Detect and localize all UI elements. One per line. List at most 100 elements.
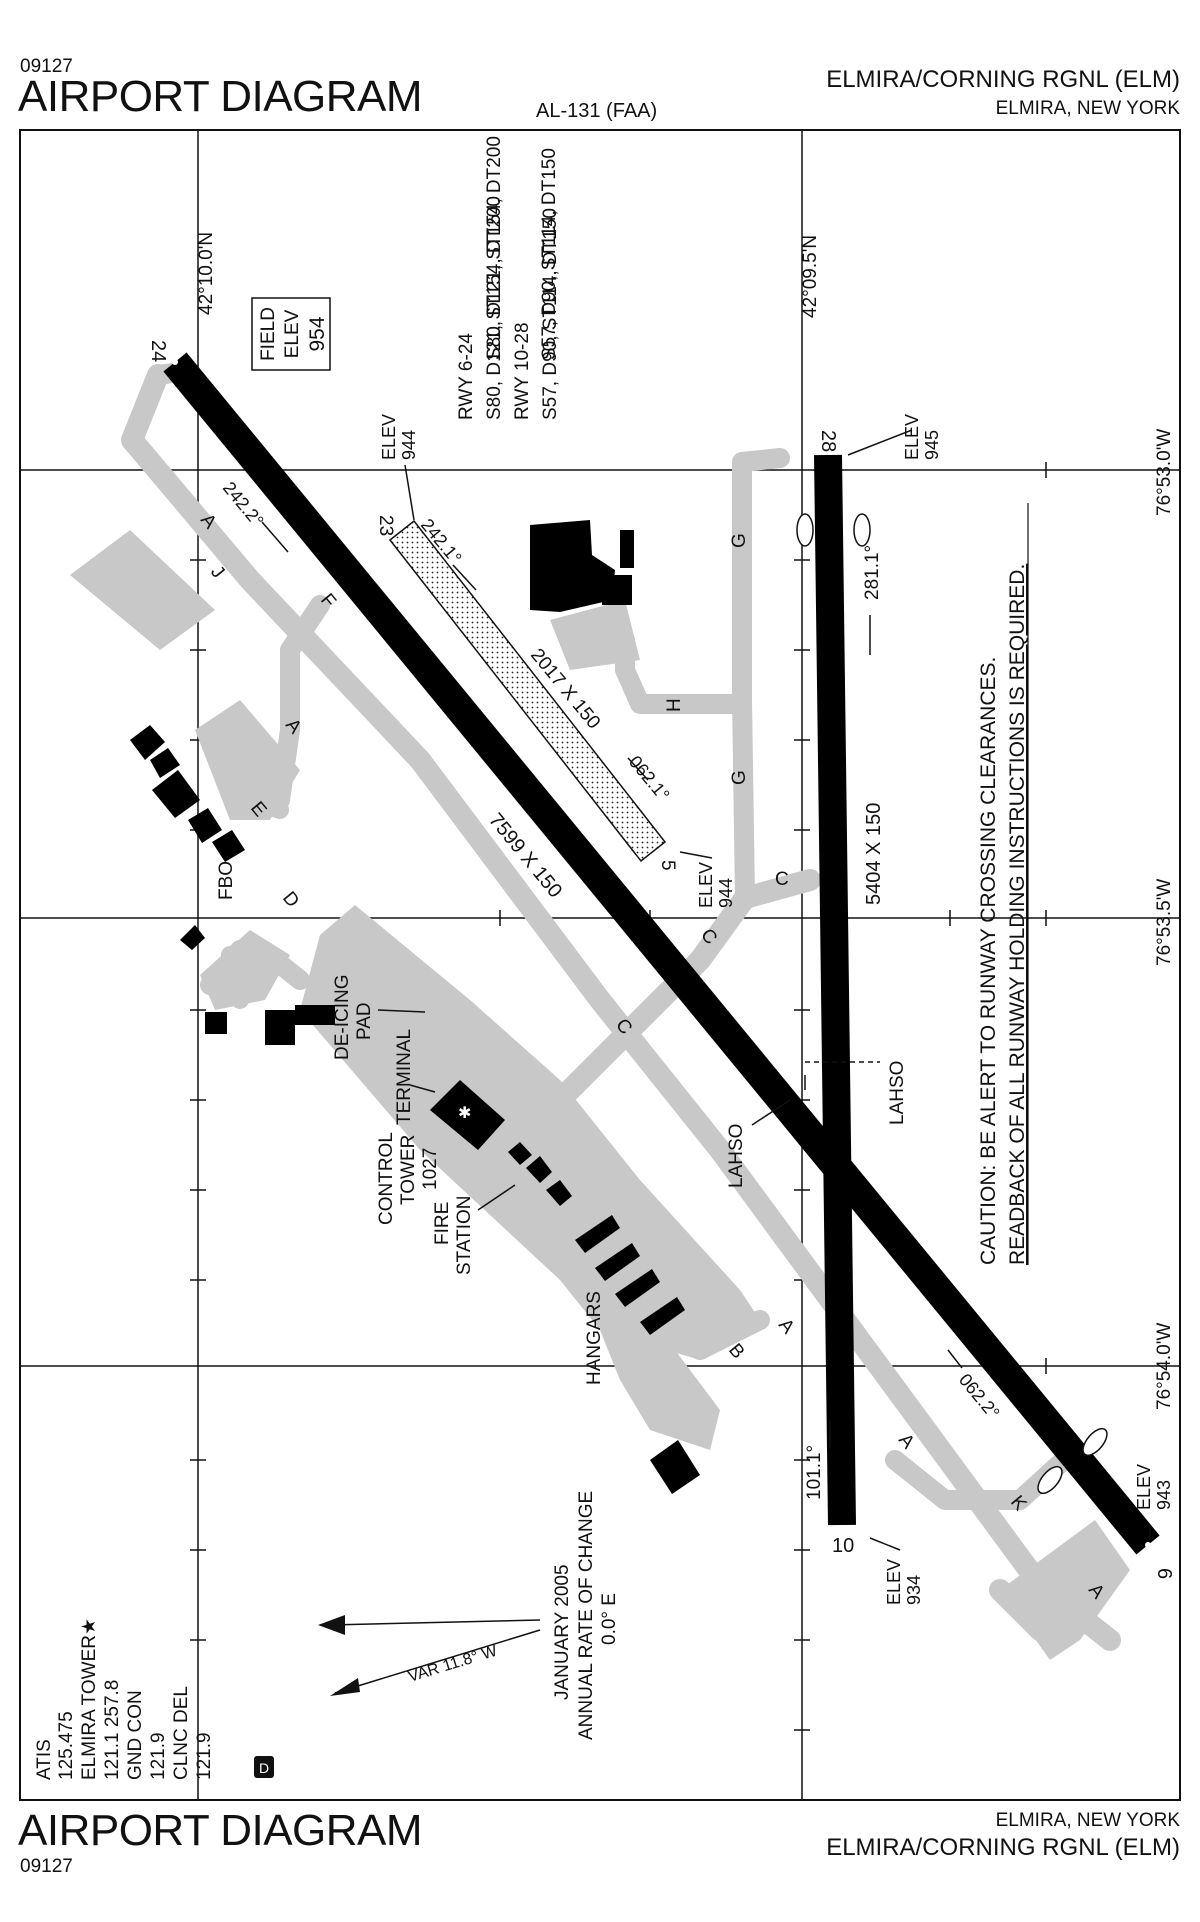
svg-text:G: G (729, 533, 750, 548)
svg-text:0.0° E: 0.0° E (599, 1593, 620, 1645)
svg-text:G: G (729, 770, 750, 785)
svg-text:S57, D90, ST114, DT150: S57, D90, ST114, DT150 (540, 208, 561, 420)
svg-text:DE-ICING: DE-ICING (332, 975, 353, 1061)
runway-10-28 (814, 454, 856, 1526)
runway-6-24 (163, 352, 1160, 1555)
rwy-6-label: 6 (1153, 1568, 1175, 1579)
footer-city-state: ELMIRA, NEW YORK (995, 1810, 1180, 1831)
mag-variation: VAR 11.8° W (318, 1615, 541, 1696)
rwy-24-label: 24 (147, 340, 169, 362)
caution-notice: CAUTION: BE ALERT TO RUNWAY CROSSING CLE… (977, 564, 1029, 1265)
hangars-label: HANGARS (584, 1291, 605, 1385)
lahso-label-left: LAHSO (726, 1124, 747, 1188)
svg-text:TOWER: TOWER (398, 1135, 419, 1205)
svg-text:944: 944 (716, 878, 736, 908)
svg-text:CLNC DEL: CLNC DEL (171, 1686, 192, 1780)
hold-lines (796, 513, 1108, 1495)
lon-53-5: 76°53.5'W (1154, 879, 1175, 966)
elev-945: ELEV 945 (902, 414, 942, 460)
terminal-label: TERMINAL (394, 1029, 415, 1125)
control-tower-label: CONTROL TOWER 1027 (376, 1132, 441, 1225)
lon-53-0: 76°53.0'W (1154, 429, 1175, 516)
elev-945-leader (847, 429, 913, 456)
svg-text:954: 954 (306, 316, 329, 351)
terminal-leader (409, 1084, 436, 1093)
svg-text:125.475: 125.475 (56, 1711, 77, 1780)
svg-text:CONTROL: CONTROL (376, 1132, 397, 1225)
thr-24 (172, 359, 178, 365)
svg-text:ELEV: ELEV (902, 414, 922, 460)
svg-text:D: D (278, 888, 303, 912)
tower-star-icon: ✱ (458, 1105, 471, 1122)
svg-text:ELEV: ELEV (696, 862, 716, 908)
svg-text:ELEV: ELEV (282, 309, 303, 358)
svg-text:H: H (664, 698, 685, 712)
rwy1-strength: S80, D121, ST154, DT200 (484, 136, 505, 360)
svg-text:121.9: 121.9 (194, 1732, 215, 1780)
svg-text:121.1 257.8: 121.1 257.8 (102, 1680, 123, 1780)
elev-934: ELEV 934 (884, 1559, 924, 1605)
svg-text:C: C (775, 869, 789, 890)
lahso-label-right: LAHSO (887, 1061, 908, 1125)
runway-5-23 (388, 519, 667, 863)
elev-944-upper-leader (404, 464, 415, 521)
lahso-marks (751, 1061, 880, 1126)
svg-text:GND CON: GND CON (125, 1690, 146, 1780)
city-state: ELMIRA, NEW YORK (995, 98, 1180, 119)
rwy-10-28-dimensions: 5404 X 150 (863, 803, 885, 905)
rwy2-strength: S57, D90, ST114, DT150 (539, 148, 560, 360)
svg-text:ELEV: ELEV (379, 414, 399, 460)
taxiway-system (70, 362, 1130, 1660)
elev-944-lower: ELEV 944 (696, 862, 736, 908)
chart-title: AIRPORT DIAGRAM (18, 72, 423, 121)
deicing-leader (377, 1009, 426, 1013)
svg-text:944: 944 (399, 430, 419, 460)
elev-943: ELEV 943 (1134, 1464, 1174, 1510)
svg-text:CAUTION: BE ALERT TO RUNWAY CR: CAUTION: BE ALERT TO RUNWAY CROSSING CLE… (977, 657, 1000, 1265)
footer-chart-code: 09127 (20, 1856, 73, 1877)
svg-text:D: D (259, 1760, 269, 1776)
rwy-23-label: 23 (375, 515, 396, 536)
svg-text:ELMIRA TOWER★: ELMIRA TOWER★ (79, 1618, 100, 1780)
svg-text:ELEV: ELEV (1134, 1464, 1154, 1510)
chart-code: 09127 (20, 56, 73, 77)
svg-text:121.9: 121.9 (148, 1732, 169, 1780)
svg-text:FIRE: FIRE (432, 1202, 453, 1245)
rwy-5-label: 5 (657, 860, 678, 871)
airport-name: ELMIRA/CORNING RGNL (ELM) (826, 66, 1180, 93)
svg-text:READBACK OF ALL RUNWAY HOLDING: READBACK OF ALL RUNWAY HOLDING INSTRUCTI… (1006, 564, 1029, 1265)
runway-data: RWY 6-24 S80, D121, ST154, DT200 RWY 10-… (456, 196, 561, 420)
elev-934-leader (869, 1537, 901, 1551)
rwy-10-label: 10 (832, 1535, 854, 1557)
svg-text:STATION: STATION (454, 1195, 475, 1275)
elev-944-upper: ELEV 944 (379, 414, 419, 460)
procedure-id: AL-131 (FAA) (536, 100, 658, 122)
svg-text:S80, D121, ST154, DT200: S80, D121, ST154, DT200 (484, 196, 505, 420)
hdg-281-1: 281.1° (862, 545, 883, 600)
fire-station-label: FIRE STATION (432, 1195, 475, 1275)
svg-text:A: A (774, 1315, 798, 1338)
frequency-block: ATIS 125.475 ELMIRA TOWER★ 121.1 257.8 G… (34, 1618, 215, 1780)
hdg-101-1: 101.1° (804, 1445, 825, 1500)
mag-change-note: JANUARY 2005 ANNUAL RATE OF CHANGE 0.0° … (552, 1491, 620, 1740)
svg-text:RWY 6-24: RWY 6-24 (456, 333, 477, 420)
fbo-label: FBO (216, 861, 237, 900)
svg-text:JANUARY 2005: JANUARY 2005 (552, 1564, 573, 1700)
svg-text:ELEV: ELEV (884, 1559, 904, 1605)
svg-text:RWY 10-28: RWY 10-28 (512, 322, 533, 420)
lat-top-left: 42°10.0'N (196, 232, 217, 315)
lon-54-0: 76°54.0'W (1154, 1323, 1175, 1410)
field-elev-box: FIELD ELEV 954 (251, 297, 331, 371)
svg-text:ATIS: ATIS (34, 1739, 55, 1780)
svg-text:PAD: PAD (354, 1002, 375, 1040)
elev-944-lower-leader (679, 851, 713, 859)
buildings (130, 520, 700, 1494)
svg-text:945: 945 (922, 430, 942, 460)
svg-text:1027: 1027 (420, 1148, 441, 1190)
hdg-062-1: 062.1° (625, 752, 674, 805)
map-frame (19, 129, 1181, 1801)
svg-text:J: J (206, 562, 228, 583)
fire-station-leader (477, 1184, 516, 1211)
svg-text:ANNUAL RATE OF CHANGE: ANNUAL RATE OF CHANGE (576, 1491, 597, 1740)
